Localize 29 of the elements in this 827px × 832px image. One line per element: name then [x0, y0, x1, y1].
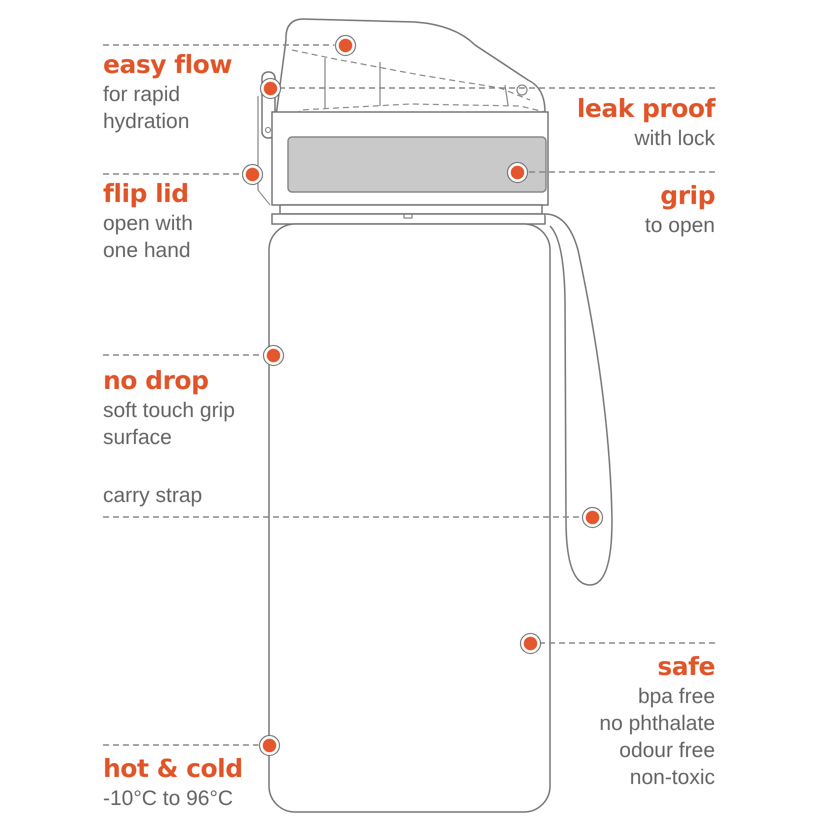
callout-heading: hot & cold: [103, 753, 243, 785]
callout-heading: grip: [660, 180, 715, 212]
callout-text: bpa free: [638, 684, 715, 710]
callout-text: with lock: [634, 126, 715, 152]
callout-text: soft touch grip surface: [103, 398, 236, 451]
leader-line: [103, 173, 242, 175]
callout-dot: [242, 164, 262, 184]
leader-line: [103, 744, 258, 746]
callout-dot: [260, 78, 280, 98]
callout-dot: [258, 734, 280, 756]
leader-line: [103, 516, 582, 518]
leader-line: [103, 44, 334, 46]
callout-text: carry strap: [103, 483, 202, 509]
callout-heading: easy flow: [103, 49, 232, 81]
callout-text: non-toxic: [630, 765, 715, 791]
callout-dot: [262, 344, 284, 366]
callout-heading: no drop: [103, 365, 208, 397]
callout-heading: flip lid: [103, 178, 189, 210]
callout-heading: leak proof: [576, 93, 715, 125]
callout-text: -10°C to 96°C: [103, 786, 234, 812]
leader-line: [280, 87, 715, 89]
callout-text: for rapid hydration: [103, 82, 190, 135]
callout-heading: safe: [657, 651, 715, 683]
callout-text: open with one hand: [103, 211, 194, 264]
callout-text: odour free: [619, 738, 715, 764]
callout-text: to open: [644, 213, 715, 239]
leader-line: [540, 642, 715, 644]
leader-line: [528, 171, 715, 173]
callout-text: no phthalate: [599, 711, 715, 737]
